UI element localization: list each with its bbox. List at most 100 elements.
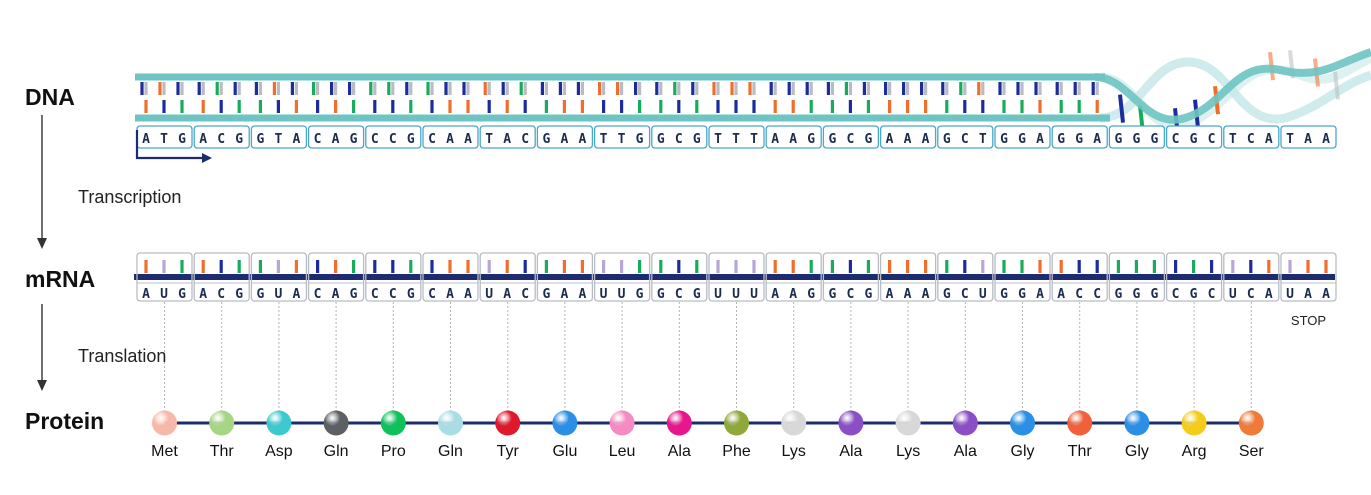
dna-base-letter: A xyxy=(142,132,150,147)
amino-acid-label: Thr xyxy=(210,443,235,460)
mrna-base-letter: A xyxy=(771,287,779,302)
dna-base-letter: T xyxy=(979,132,987,147)
amino-acid-label: Gln xyxy=(324,443,349,460)
dna-base-letter: A xyxy=(292,132,300,147)
mrna-codon-box xyxy=(422,252,479,302)
amino-acid-bead xyxy=(152,410,177,436)
mrna-base-letter: A xyxy=(922,287,930,302)
dna-codon-box xyxy=(708,125,765,149)
transcription-arrowhead xyxy=(37,238,47,249)
dna-base-letter: G xyxy=(657,132,665,147)
mrna-base-letter: C xyxy=(846,287,854,302)
mrna-base-letter: C xyxy=(521,287,529,302)
amino-acid-bead xyxy=(266,410,292,436)
dna-base-letter: C xyxy=(675,132,683,147)
amino-acid-bead xyxy=(1238,410,1264,436)
dna-base-letter: T xyxy=(600,132,608,147)
mrna-codon-box xyxy=(879,252,937,302)
mrna-base-letter: G xyxy=(1190,287,1198,302)
transcription-label: Transcription xyxy=(78,187,182,207)
mrna-base-letter: U xyxy=(600,287,608,302)
mrna-base-letter: G xyxy=(693,287,701,302)
dna-base-letter: A xyxy=(446,132,454,147)
dna-helix-front-strand xyxy=(1094,48,1371,124)
dna-helix-base-pair xyxy=(1118,94,1125,123)
dna-base-letter: A xyxy=(1093,132,1101,147)
dna-base-letter: T xyxy=(750,132,758,147)
mrna-base-letter: C xyxy=(1208,287,1216,302)
dna-codon-box xyxy=(422,125,479,149)
dna-base-letter: C xyxy=(389,132,397,147)
dna-base-letter: C xyxy=(521,132,529,147)
mrna-base-letter: A xyxy=(789,287,797,302)
dna-codon-box xyxy=(365,125,422,149)
dna-base-letter: A xyxy=(1265,132,1273,147)
mrna-base-letter: U xyxy=(714,287,722,302)
dna-base-letter: G xyxy=(1132,132,1140,147)
mrna-codon-box xyxy=(1108,252,1166,302)
mrna-base-letter: G xyxy=(657,287,665,302)
dna-base-letter: A xyxy=(789,132,797,147)
mrna-base-letter: A xyxy=(446,287,454,302)
flow-arrows xyxy=(37,115,47,391)
dna-base-letter: T xyxy=(732,132,740,147)
mrna-base-letter: G xyxy=(807,287,815,302)
mrna-codon-box xyxy=(593,252,651,302)
amino-acid-label: Lys xyxy=(782,443,806,460)
amino-acid-bead xyxy=(609,410,635,436)
dna-start-arrow xyxy=(135,130,205,160)
dna-base-letter: G xyxy=(542,132,550,147)
dna-base-letter: C xyxy=(1247,132,1255,147)
dna-base-letter: A xyxy=(578,132,586,147)
amino-acid-label: Met xyxy=(151,443,178,460)
amino-acid-bead xyxy=(1124,410,1150,436)
dna-base-letter: G xyxy=(256,132,264,147)
dna-base-letter: A xyxy=(904,132,912,147)
mrna-codon-box xyxy=(822,252,880,302)
dna-base-letter: T xyxy=(1229,132,1237,147)
mrna-base-letter: C xyxy=(1075,287,1083,302)
mrna-base-letter: G xyxy=(178,287,186,302)
amino-acid-bead xyxy=(666,410,692,436)
amino-acid-bead xyxy=(438,410,463,436)
mrna-base-letter: G xyxy=(1132,287,1140,302)
mrna-base-letter: G xyxy=(407,287,415,302)
dna-codon-box xyxy=(822,125,880,149)
mrna-base-letter: A xyxy=(1057,287,1065,302)
dna-base-letter: A xyxy=(886,132,894,147)
amino-acid-bead xyxy=(1067,410,1093,436)
dna-codon-box xyxy=(1280,125,1337,149)
dna-codon-box xyxy=(1051,125,1108,149)
mrna-base-letter: C xyxy=(1247,287,1255,302)
mrna-base-letter: A xyxy=(292,287,300,302)
mrna-base-letter: A xyxy=(199,287,207,302)
mrna-base-letter: A xyxy=(1036,287,1044,302)
amino-acid-label: Ala xyxy=(839,443,862,460)
amino-acid-label: Leu xyxy=(609,443,636,460)
mrna-codon-box xyxy=(651,252,708,302)
mrna-base-letter: U xyxy=(485,287,493,302)
amino-acid-bead xyxy=(1010,410,1035,436)
dna-base-letter: C xyxy=(1208,132,1216,147)
mrna-base-letter: U xyxy=(732,287,740,302)
dna-codon-box xyxy=(479,125,536,149)
dna-base-letter: G xyxy=(178,132,186,147)
dna-base-letter: A xyxy=(199,132,207,147)
dna-base-letter: A xyxy=(503,132,511,147)
mrna-codon-box xyxy=(193,252,250,302)
amino-acid-bead xyxy=(323,410,349,436)
dna-base-letter: G xyxy=(1057,132,1065,147)
amino-acid-label: Ser xyxy=(1239,443,1265,460)
dna-base-letter: C xyxy=(1172,132,1180,147)
mrna-base-letter: C xyxy=(1093,287,1101,302)
dna-base-letter: A xyxy=(922,132,930,147)
mrna-base-letter: A xyxy=(464,287,472,302)
dna-base-letter: G xyxy=(235,132,243,147)
dna-base-letter: C xyxy=(371,132,379,147)
mrna-codon-box xyxy=(1051,252,1108,302)
dna-base-letter: G xyxy=(943,132,951,147)
amino-acid-bead xyxy=(552,410,578,436)
mrna-base-letter: A xyxy=(1304,287,1312,302)
mrna-base-letter: U xyxy=(160,287,168,302)
